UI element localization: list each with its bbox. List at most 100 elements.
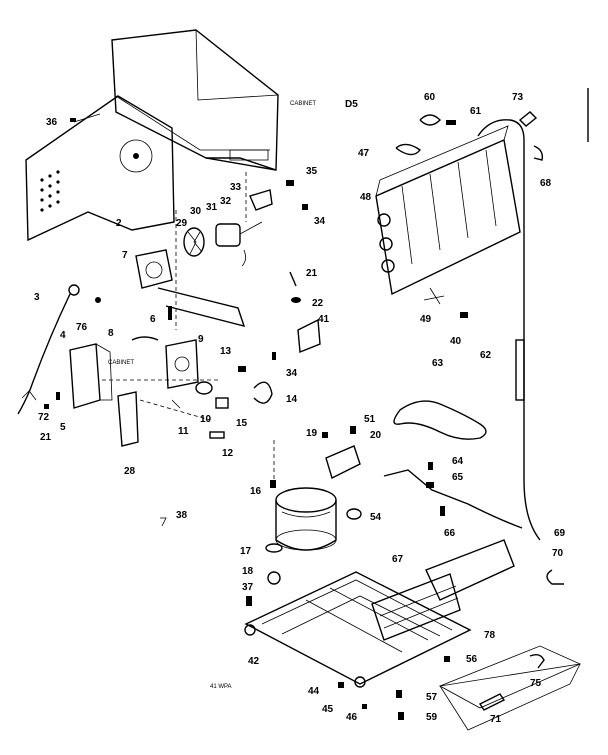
label-16: 16 [250,486,262,497]
part-46 [362,704,367,709]
tube-66-line [383,469,523,529]
label-75: 75 [530,678,542,689]
label-78: 78 [484,630,496,641]
cabinet-note-mid: CABINET [108,360,134,366]
part-13 [238,366,246,372]
part-68 [533,145,544,161]
part-49 [423,287,445,305]
label-11: 11 [178,426,189,437]
label-4: 4 [60,330,66,341]
coil-14 [253,381,273,404]
dash-relay [139,399,211,421]
label-67: 67 [392,554,404,565]
compressor [275,487,337,551]
label-54: 54 [370,512,382,523]
label-45: 45 [322,704,334,715]
screw-35 [286,180,294,186]
screw-34b [272,352,276,360]
part-72 [44,404,49,409]
label-32: 32 [220,196,232,207]
fan-assembly [183,221,263,267]
label-40: 40 [450,336,462,347]
label-63: 63 [432,358,444,369]
part-47 [395,143,422,156]
cabinet-note-top: CABINET [290,101,316,107]
refrigerant-line-69 [477,119,541,541]
label-28: 28 [124,466,136,477]
part-11 [171,399,181,409]
screw-51 [350,426,356,434]
label-37: 37 [242,582,254,593]
label-34a: 34 [314,216,326,227]
label-65: 65 [452,472,464,483]
coil-63 [393,400,487,440]
label-18: 18 [242,566,254,577]
label-38: 38 [176,510,188,521]
label-72: 72 [38,412,50,423]
part-labels: 36 2 7 29 30 31 32 33 35 34 21 22 41 3 7… [34,92,566,725]
side-panel [25,95,175,242]
part-18 [267,571,281,585]
part-59 [398,712,404,720]
label-56: 56 [466,654,478,665]
label-20: 20 [370,430,382,441]
cabinet-tray [111,29,279,171]
label-31: 31 [206,202,218,213]
label-69: 69 [554,528,566,539]
label-9: 9 [198,334,204,345]
label-44: 44 [308,686,320,697]
label-12: 12 [222,448,234,459]
screw-64 [428,462,433,470]
label-21b: 21 [40,432,52,443]
bolt-37 [246,596,252,606]
label-7: 7 [122,250,128,261]
bottom-note: 41 WPA [210,684,232,690]
part-15 [215,397,229,409]
evaporator [375,125,521,296]
label-49: 49 [420,314,432,325]
label-41: 41 [318,314,330,325]
label-48: 48 [360,192,372,203]
label-19: 19 [306,428,318,439]
screw-61 [446,120,456,125]
label-73: 73 [512,92,524,103]
part-73 [518,111,538,127]
screw-6 [168,306,172,320]
part-16 [270,480,276,488]
label-17: 17 [240,546,252,557]
fan-bracket [135,249,246,327]
label-62: 62 [480,350,492,361]
part-56 [444,656,450,662]
part-65 [426,482,434,488]
label-30: 30 [190,206,202,217]
bracket-41 [297,318,321,353]
label-2: 2 [116,218,122,229]
part-40 [460,312,468,318]
label-15: 15 [236,418,248,429]
clip-21a [289,271,297,287]
screw-36 [70,118,76,122]
label-59: 59 [426,712,438,723]
label-13: 13 [220,346,232,357]
label-29: 29 [176,218,188,229]
label-42: 42 [248,656,260,667]
label-64: 64 [452,456,464,467]
label-3: 3 [34,292,40,303]
label-68: 68 [540,178,552,189]
part-44 [338,682,344,688]
label-71: 71 [490,714,502,725]
power-cord [17,284,101,415]
corner-code: D5 [345,99,358,110]
label-70: 70 [552,548,564,559]
clamp-60 [419,114,441,126]
condenser-67 [371,539,515,641]
label-66: 66 [444,528,456,539]
grommet-17 [265,543,283,553]
relay-28 [117,391,139,447]
label-60: 60 [424,92,436,103]
part-10 [195,381,213,395]
label-5: 5 [60,422,66,433]
screw-19 [322,432,328,438]
control-box [69,343,113,409]
